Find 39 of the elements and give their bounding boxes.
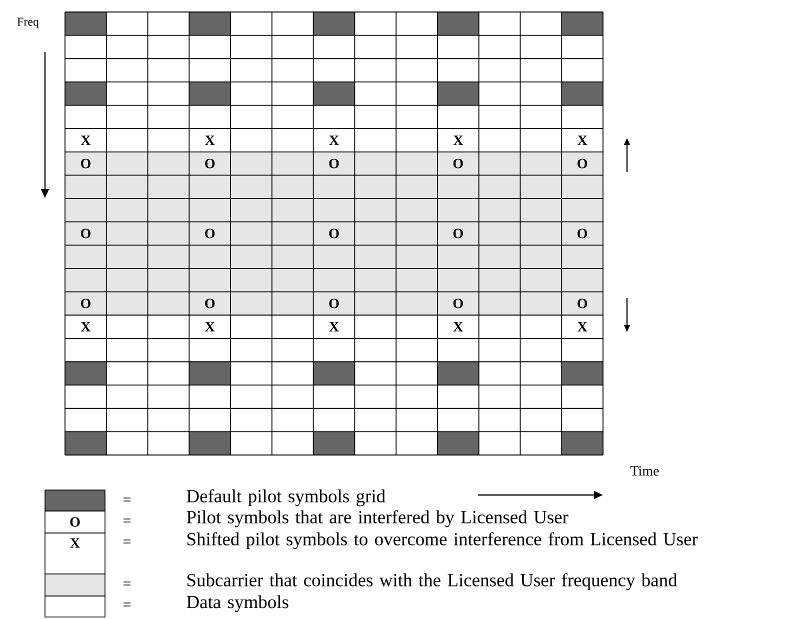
cell-symbol: O <box>578 228 588 238</box>
legend-text: Shifted pilot symbols to overcome interference from Licensed User <box>187 532 698 550</box>
legend-text: Pilot symbols that are interfered by Licensed User <box>186 510 568 528</box>
cell-symbol: X <box>329 136 339 145</box>
cell-symbol: O <box>205 298 215 308</box>
cell-symbol: O <box>329 298 339 308</box>
legend-symbol: O <box>70 517 80 527</box>
cell-symbol: O <box>80 298 90 308</box>
axis-label: Time <box>630 466 659 476</box>
equals-sign: = <box>124 582 130 586</box>
cell-symbol: O <box>578 298 588 308</box>
cell-symbol: O <box>329 228 339 238</box>
cell-symbol: X <box>80 136 91 145</box>
legend-text: Default pilot symbols grid <box>186 489 386 506</box>
equals-sign: = <box>124 518 130 522</box>
cell-symbol: X <box>578 136 588 145</box>
axis-label: Freq <box>17 18 39 28</box>
cell-symbol: X <box>578 322 588 332</box>
cell-symbol: O <box>80 158 90 168</box>
equals-sign: = <box>124 498 130 502</box>
cell-symbol: O <box>329 158 339 168</box>
cell-symbol: O <box>453 158 463 168</box>
legend-text: Data symbols <box>186 595 288 612</box>
cell-symbol: X <box>453 322 464 332</box>
cell-symbol: O <box>578 158 588 168</box>
cell-symbol: O <box>453 298 463 308</box>
cell-symbol: O <box>205 228 215 238</box>
cell-symbol: O <box>453 228 463 238</box>
cell-symbol: X <box>205 322 215 332</box>
equals-sign: = <box>124 540 130 544</box>
equals-sign: = <box>124 602 130 606</box>
legend-symbol: X <box>70 538 80 548</box>
legend-text: Subcarrier that coincides with the Licensed User frequency band <box>187 573 678 590</box>
cell-symbol: X <box>205 136 215 145</box>
cell-symbol: X <box>80 322 91 332</box>
cell-symbol: X <box>329 322 339 332</box>
cell-symbol: X <box>453 136 464 145</box>
cell-symbol: O <box>205 158 215 168</box>
cell-symbol: O <box>80 228 90 238</box>
